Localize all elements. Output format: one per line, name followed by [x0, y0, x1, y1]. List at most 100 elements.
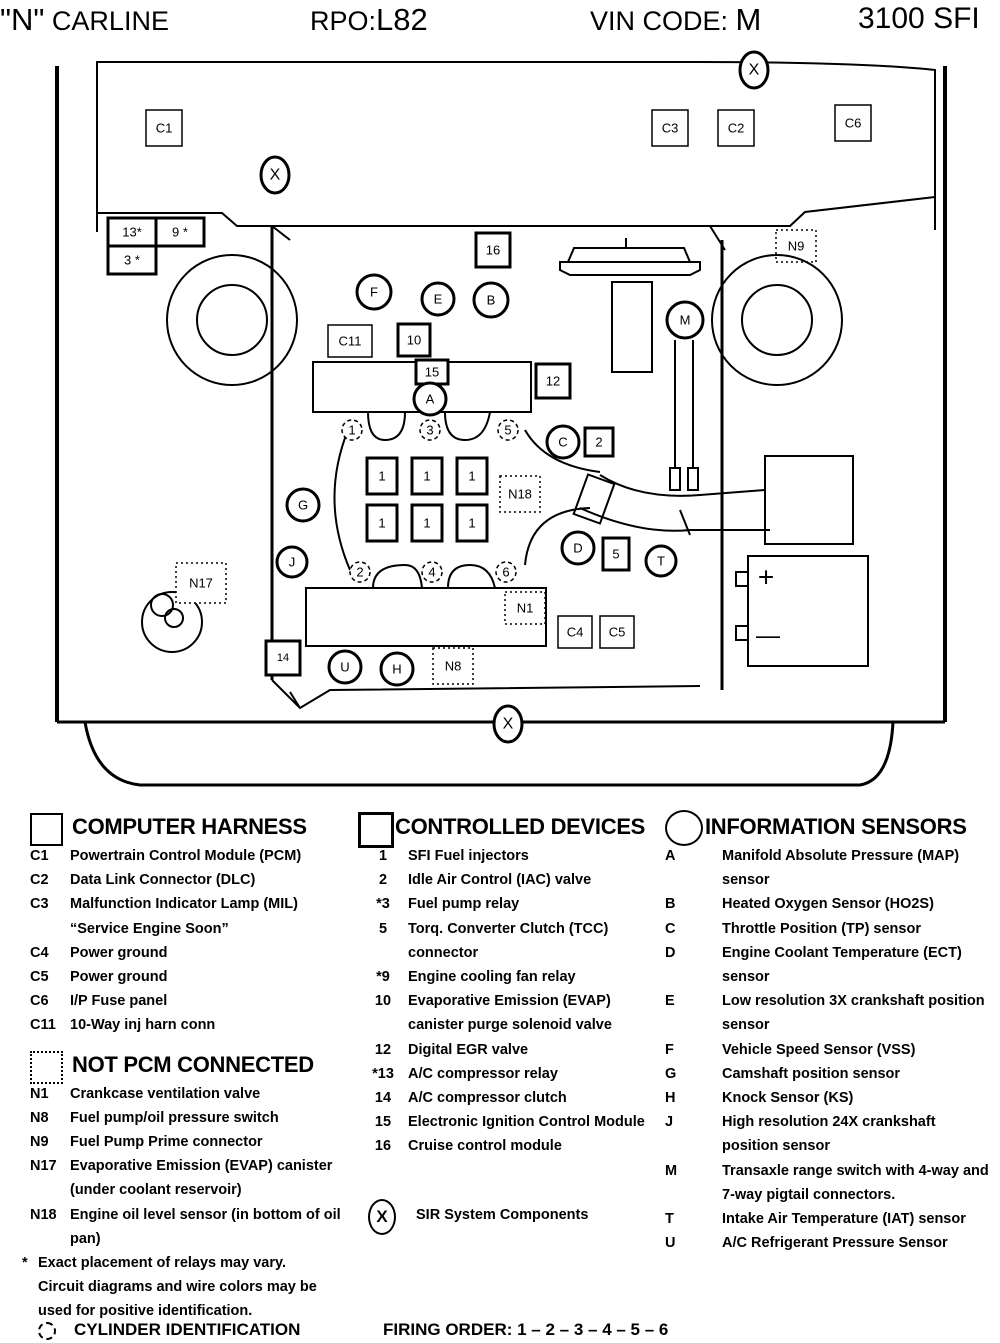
legend-item-code: C5	[30, 969, 49, 986]
legend-item-text: Heated Oxygen Sensor (HO2S)	[722, 896, 934, 913]
rpo-value: L82	[376, 2, 428, 37]
legend-item-text: I/P Fuse panel	[70, 993, 168, 1010]
firing-order-value: 1 – 2 – 3 – 4 – 5 – 6	[517, 1320, 669, 1339]
svg-text:C6: C6	[845, 116, 862, 131]
svg-text:X: X	[503, 716, 514, 733]
svg-text:X: X	[270, 167, 281, 184]
legend-item-code: 5	[378, 920, 388, 937]
legend-item-text: Digital EGR valve	[408, 1041, 529, 1058]
svg-text:1: 1	[468, 469, 475, 484]
legend-item-code: 10	[374, 993, 392, 1010]
vin-heading: VIN CODE: M	[590, 2, 761, 38]
not-pcm-connected-heading: NOT PCM CONNECTED	[30, 1048, 360, 1084]
device-15: 15	[414, 358, 450, 386]
svg-text:10: 10	[407, 333, 421, 348]
legend-item-text: Powertrain Control Module (PCM)	[70, 848, 302, 864]
connector-c4: C4	[557, 615, 593, 649]
relay-13: 13*	[106, 216, 158, 248]
svg-text:1: 1	[423, 469, 430, 484]
coolant-reservoir	[141, 591, 203, 653]
svg-text:H: H	[392, 662, 401, 677]
legend-item-text: Engine oil level sensor (in bottom of oi…	[70, 1206, 341, 1247]
injector-1: 1	[410, 503, 444, 543]
legend-item-code: C6	[30, 993, 49, 1010]
carline-label: CARLINE	[51, 6, 169, 36]
svg-text:G: G	[298, 498, 308, 513]
legend-item-code: N9	[30, 1134, 49, 1151]
legend-item-text: Knock Sensor (KS)	[722, 1090, 854, 1107]
legend-item-text: 10-Way inj harn conn	[70, 1017, 216, 1034]
legend-item-code: 16	[374, 1138, 392, 1155]
sensor-c: C	[545, 424, 581, 460]
legend-item-code: N17	[30, 1158, 57, 1175]
dotted-box-icon	[30, 1050, 63, 1084]
cylinder-2: 2	[349, 561, 371, 583]
vin-label: VIN CODE:	[590, 6, 729, 36]
svg-text:X: X	[749, 62, 760, 79]
legend-item-text: Low resolution 3X crankshaft position se…	[722, 993, 985, 1034]
legend-item-text: Throttle Position (TP) sensor	[722, 920, 921, 937]
sensor-u: U	[327, 649, 363, 685]
sensor-d: D	[560, 530, 596, 566]
legend-item-text: Engine Coolant Temperature (ECT) sensor	[722, 944, 962, 986]
svg-text:4: 4	[428, 565, 435, 580]
computer-harness-title: COMPUTER HARNESS	[72, 814, 307, 839]
svg-text:15: 15	[425, 365, 439, 380]
circle-icon	[665, 810, 703, 846]
device-14: 14	[264, 639, 302, 677]
sir-legend: X SIR System Components	[358, 1198, 663, 1239]
connector-c11: C11	[327, 324, 373, 358]
device-12: 12	[534, 362, 572, 400]
svg-text:3 *: 3 *	[124, 253, 140, 268]
legend-item-text: Vehicle Speed Sensor (VSS)	[722, 1041, 916, 1058]
legend-item-code: T	[665, 1211, 674, 1228]
svg-text:1: 1	[468, 516, 475, 531]
legend-item-text: Data Link Connector (DLC)	[70, 872, 256, 889]
legend-item: N17 Evaporative Emission (EVAP) canister …	[30, 1154, 360, 1202]
legend-item-text: Evaporative Emission (EVAP) canister pur…	[408, 993, 612, 1034]
cylinder-identification-text: CYLINDER IDENTIFICATION	[74, 1320, 301, 1339]
computer-harness-heading: COMPUTER HARNESS	[30, 810, 360, 846]
positive-terminal-label: +	[758, 562, 774, 593]
relay-3: 3 *	[106, 244, 158, 276]
legend-item-code: J	[665, 1114, 674, 1131]
legend-item-code: 15	[374, 1114, 392, 1131]
svg-text:16: 16	[486, 243, 500, 258]
cylinder-6: 6	[495, 561, 517, 583]
legend-item-code: A	[665, 848, 676, 864]
injector-1: 1	[365, 456, 399, 496]
legend-item-code: 1	[378, 848, 388, 864]
legend-item-code: N8	[30, 1109, 49, 1126]
legend-item-code: C4	[30, 944, 49, 961]
relay-placement-note: * Exact placement of relays may vary. Ci…	[22, 1251, 360, 1324]
legend-item-text: Torq. Converter Clutch (TCC) connector	[408, 920, 609, 961]
svg-text:N1: N1	[517, 601, 534, 616]
svg-text:C5: C5	[609, 625, 626, 640]
legend-item-text: Camshaft position sensor	[722, 1065, 901, 1082]
svg-text:B: B	[487, 293, 496, 308]
svg-text:D: D	[573, 541, 582, 556]
legend-item-text: Evaporative Emission (EVAP) canister (un…	[70, 1158, 333, 1199]
svg-text:N8: N8	[445, 659, 462, 674]
injector-1: 1	[455, 503, 489, 543]
cylinder-3: 3	[419, 419, 441, 441]
component-n9: N9	[775, 229, 817, 263]
legend-item-text: Power ground	[70, 944, 168, 961]
sir-component-top: X	[738, 50, 770, 90]
legend-item-text: Electronic Ignition Control Module	[408, 1114, 645, 1131]
legend-item-code: N1	[30, 1085, 49, 1102]
relay-9: 9 *	[154, 216, 206, 248]
solid-thick-box-icon	[358, 812, 394, 848]
